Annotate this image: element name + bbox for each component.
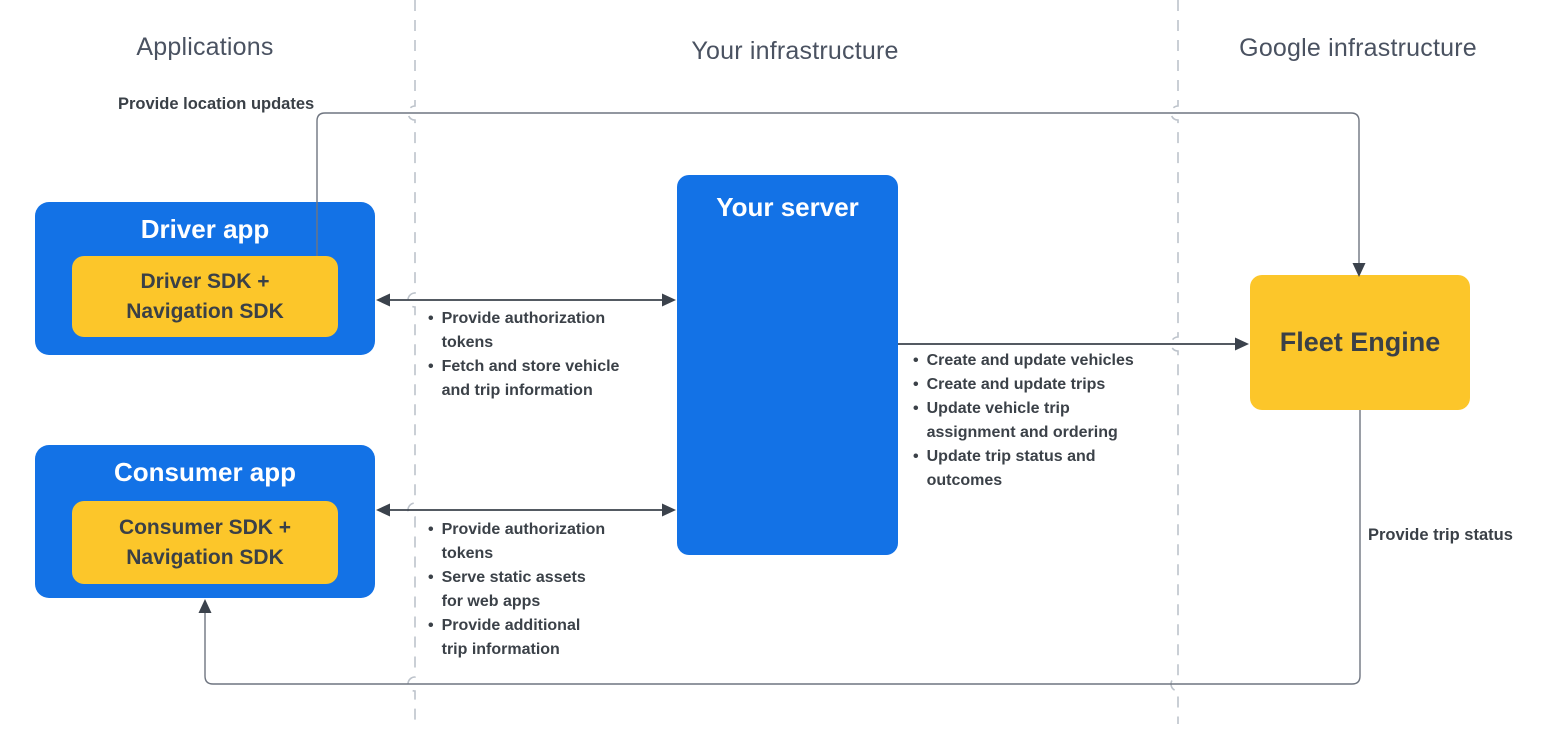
node-driver-sdk: Driver SDK + Navigation SDK xyxy=(72,256,338,337)
driver-app-title: Driver app xyxy=(140,213,270,244)
node-fleet-engine: Fleet Engine xyxy=(1250,275,1470,410)
consumer-app-title: Consumer app xyxy=(113,456,297,487)
consumer-sdk-line-2: Navigation SDK xyxy=(126,545,284,569)
consumer-sdk-line-1: Consumer SDK + xyxy=(118,515,292,539)
node-your-server: Your server xyxy=(677,175,898,555)
fleet-engine-title: Fleet Engine xyxy=(1279,327,1441,357)
node-consumer-sdk: Consumer SDK + Navigation SDK xyxy=(72,501,338,584)
driver-sdk-line-2: Navigation SDK xyxy=(126,299,284,323)
driver-sdk-line-1: Driver SDK + xyxy=(140,269,270,293)
your-server-title: Your server xyxy=(716,192,859,222)
